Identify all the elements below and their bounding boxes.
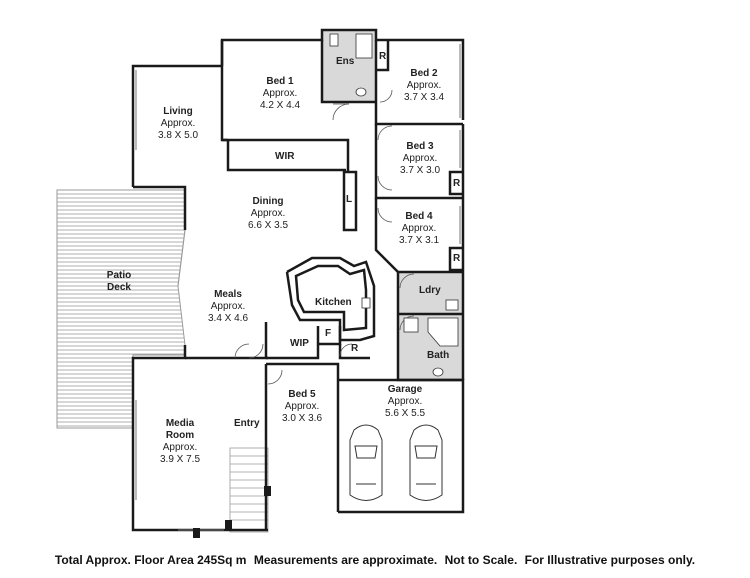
purpose-note: For Illustrative purposes only. bbox=[524, 553, 696, 567]
measurement-note: Measurements are approximate. bbox=[253, 553, 438, 567]
room-size: 3.7 X 3.1 bbox=[398, 235, 440, 246]
room-label-l: L bbox=[346, 194, 353, 205]
robe-label: R bbox=[453, 178, 461, 189]
room-name: Bed 2 bbox=[410, 68, 438, 79]
room-approx: Approx. bbox=[250, 208, 286, 219]
ensuite-shower bbox=[355, 33, 373, 59]
robe-label: R bbox=[351, 343, 359, 354]
disclaimer-footer: Total Approx. Floor Area 245Sq m Measure… bbox=[0, 553, 750, 567]
room-label-ens: Ens bbox=[336, 56, 355, 67]
post bbox=[225, 520, 232, 530]
bath-basin bbox=[432, 367, 444, 377]
room-name: Bed 4 bbox=[405, 211, 433, 222]
room-size: 3.0 X 3.6 bbox=[281, 413, 323, 424]
room-approx: Approx. bbox=[160, 118, 196, 129]
room-label-bed4: Bed 4 Approx. 3.7 X 3.1 bbox=[399, 211, 439, 247]
room-size: 4.2 X 4.4 bbox=[259, 100, 301, 111]
post bbox=[193, 528, 200, 538]
room-label-entry: Entry bbox=[234, 418, 260, 429]
room-label-bath: Bath bbox=[427, 350, 450, 361]
room-name-line2: Deck bbox=[107, 282, 131, 293]
patio-deck bbox=[56, 189, 186, 429]
room-label-kitchen: Kitchen bbox=[315, 297, 352, 308]
room-label-garage: Garage Approx. 5.6 X 5.5 bbox=[385, 384, 425, 420]
room-name-line2: Room bbox=[165, 430, 195, 441]
room-size: 3.8 X 5.0 bbox=[157, 130, 199, 141]
room-size: 6.6 X 3.5 bbox=[247, 220, 289, 231]
car-icon-right bbox=[409, 424, 443, 501]
robe-label: R bbox=[453, 253, 461, 264]
fixtures bbox=[329, 33, 459, 377]
room-approx: Approx. bbox=[402, 153, 438, 164]
room-label-wir: WIR bbox=[275, 151, 295, 162]
room-name: Garage bbox=[387, 384, 423, 395]
room-size: 3.4 X 4.6 bbox=[207, 313, 249, 324]
room-name: Dining bbox=[252, 196, 284, 207]
room-name: Bed 5 bbox=[288, 389, 316, 400]
door-swings bbox=[234, 89, 415, 385]
room-approx: Approx. bbox=[162, 442, 198, 453]
laundry-tub bbox=[445, 299, 459, 311]
room-approx: Approx. bbox=[210, 301, 246, 312]
floor-area-text: Total Approx. Floor Area 245Sq m bbox=[54, 553, 247, 567]
cooktop bbox=[361, 297, 371, 309]
shower-tray bbox=[403, 317, 419, 333]
room-approx: Approx. bbox=[387, 396, 423, 407]
ensuite-basin bbox=[355, 87, 367, 97]
room-label-patio: Patio Deck bbox=[107, 270, 131, 294]
toilet-icon bbox=[329, 33, 339, 47]
room-name: Meals bbox=[214, 289, 242, 300]
room-label-meals: Meals Approx. 3.4 X 4.6 bbox=[208, 289, 248, 325]
room-approx: Approx. bbox=[401, 223, 437, 234]
windows bbox=[135, 44, 461, 531]
room-label-bed1: Bed 1 Approx. 4.2 X 4.4 bbox=[260, 76, 300, 112]
car-icon-left bbox=[349, 424, 383, 501]
room-label-wip: WIP bbox=[290, 338, 309, 349]
room-label-bed3: Bed 3 Approx. 3.7 X 3.0 bbox=[400, 141, 440, 177]
room-label-bed5: Bed 5 Approx. 3.0 X 3.6 bbox=[282, 389, 322, 425]
scale-note: Not to Scale. bbox=[444, 553, 518, 567]
patio-edge bbox=[177, 229, 186, 287]
room-size: 3.7 X 3.0 bbox=[399, 165, 441, 176]
room-approx: Approx. bbox=[262, 88, 298, 99]
room-label-f: F bbox=[325, 328, 332, 339]
room-size: 5.6 X 5.5 bbox=[384, 408, 426, 419]
post bbox=[264, 486, 271, 496]
room-name-line1: Patio bbox=[106, 270, 132, 281]
entry-steps bbox=[229, 447, 269, 533]
room-label-bed2: Bed 2 Approx. 3.7 X 3.4 bbox=[404, 68, 444, 104]
bathtub bbox=[427, 317, 459, 347]
room-approx: Approx. bbox=[284, 401, 320, 412]
walls bbox=[131, 28, 465, 532]
robe-label: R bbox=[379, 51, 387, 62]
room-name: Bed 1 bbox=[266, 76, 294, 87]
room-label-dining: Dining Approx. 6.6 X 3.5 bbox=[248, 196, 288, 232]
room-label-living: Living Approx. 3.8 X 5.0 bbox=[158, 106, 198, 142]
room-label-media: Media Room Approx. 3.9 X 7.5 bbox=[160, 418, 200, 466]
room-size: 3.7 X 3.4 bbox=[403, 92, 445, 103]
room-name: Living bbox=[163, 106, 193, 117]
room-label-ldry: Ldry bbox=[419, 285, 441, 296]
room-approx: Approx. bbox=[406, 80, 442, 91]
room-name: Bed 3 bbox=[406, 141, 434, 152]
room-name-line1: Media bbox=[165, 418, 195, 429]
room-size: 3.9 X 7.5 bbox=[159, 454, 201, 465]
